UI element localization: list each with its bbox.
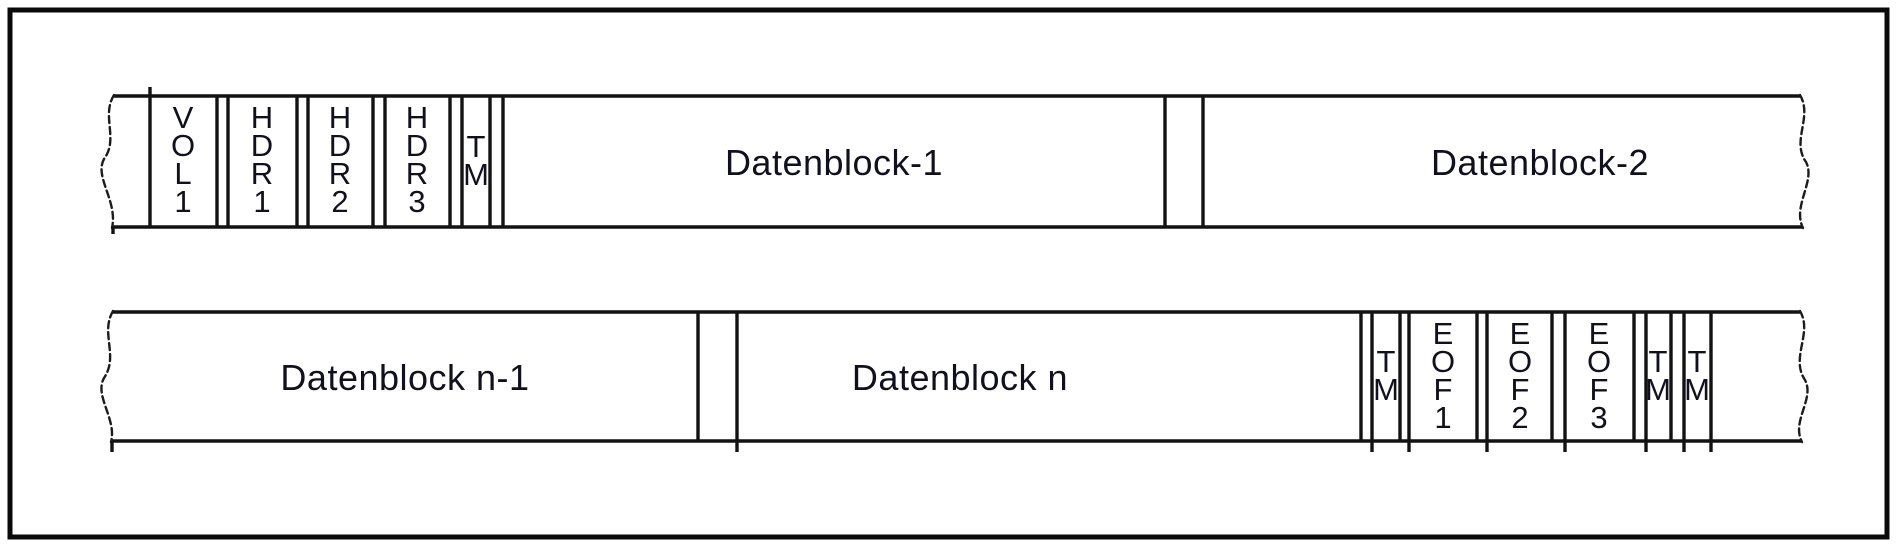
tape1-torn-edge-right (1798, 93, 1810, 230)
cell-label-eof3: E O F 3 (1586, 316, 1612, 435)
tape2-torn-edge-left (100, 309, 115, 444)
cell-label-vol1: V O L 1 (170, 100, 196, 219)
tape2-outline (112, 310, 1802, 443)
cell-label-eof1: E O F 1 (1430, 316, 1456, 435)
tape1-outline (113, 94, 1802, 229)
tape2-tick-stubs (110, 441, 1713, 452)
tape1-tick-stubs (111, 87, 152, 234)
cell-label-tapemark-1: T M (1373, 344, 1399, 407)
cell-label-tapemark-3: T M (1684, 344, 1710, 407)
outer-border (7, 7, 1890, 540)
cell-label-tapemark-2: T M (1645, 344, 1671, 407)
cell-label-hdr1: H D R 1 (250, 100, 274, 219)
tape2-torn-edge-right (1797, 309, 1809, 444)
tape1-cell-separators (148, 96, 1205, 227)
cell-label-datenblock-n-1: Datenblock n-1 (280, 357, 530, 398)
cell-label-eof2: E O F 2 (1507, 316, 1533, 435)
cell-label-datenblock-n: Datenblock n (851, 357, 1069, 398)
cell-label-datenblock-2: Datenblock-2 (1430, 142, 1650, 183)
cell-label-tapemark: T M (463, 129, 489, 192)
cell-label-hdr2: H D R 2 (328, 100, 352, 219)
tape1-torn-edge-left (100, 93, 116, 230)
tape2-cell-separators (696, 312, 1713, 441)
cell-label-datenblock-1: Datenblock-1 (724, 142, 944, 183)
cell-label-hdr3: H D R 3 (405, 100, 429, 219)
